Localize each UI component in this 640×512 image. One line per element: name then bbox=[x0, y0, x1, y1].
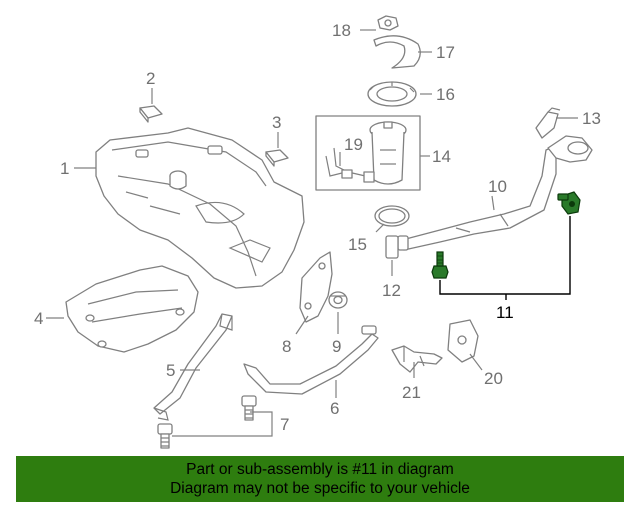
hose-12 bbox=[385, 235, 399, 259]
callout-4: 4 bbox=[34, 309, 43, 328]
grommet-9 bbox=[328, 291, 348, 309]
bracket-21 bbox=[391, 345, 443, 373]
callout-9: 9 bbox=[332, 337, 341, 356]
callout-17: 17 bbox=[436, 43, 455, 62]
parts-diagram: 1 2 3 4 5 6 7 8 9 10 11 12 13 14 15 16 1… bbox=[34, 15, 601, 449]
sender-unit-19 bbox=[325, 147, 375, 183]
fuel-tank bbox=[95, 127, 305, 289]
callout-3: 3 bbox=[272, 113, 281, 132]
callout-7: 7 bbox=[280, 415, 289, 434]
strap-5 bbox=[153, 313, 233, 421]
leader-lines bbox=[46, 29, 578, 437]
callout-20: 20 bbox=[484, 369, 503, 388]
seal-ring-15 bbox=[374, 205, 410, 227]
info-banner: Part or sub-assembly is #11 in diagram D… bbox=[16, 456, 624, 502]
bracket-8 bbox=[299, 251, 333, 323]
nut-18 bbox=[377, 15, 399, 31]
callout-19: 19 bbox=[344, 135, 363, 154]
callout-11: 11 bbox=[496, 303, 514, 322]
callout-21: 21 bbox=[402, 383, 421, 402]
callout-15: 15 bbox=[348, 235, 367, 254]
callout-labels: 1 2 3 4 5 6 7 8 9 10 11 12 13 14 15 16 1… bbox=[34, 21, 601, 434]
callout-16: 16 bbox=[436, 85, 455, 104]
bracket-20 bbox=[447, 319, 479, 363]
callout-13: 13 bbox=[582, 109, 601, 128]
strap-6 bbox=[243, 325, 379, 395]
filler-pipe bbox=[397, 135, 593, 251]
callout-1: 1 bbox=[60, 159, 69, 178]
callout-6: 6 bbox=[330, 399, 339, 418]
bolt-11b bbox=[557, 191, 581, 215]
callout-14: 14 bbox=[432, 147, 451, 166]
callout-10: 10 bbox=[488, 177, 507, 196]
shield-17 bbox=[373, 35, 421, 69]
callout-8: 8 bbox=[282, 337, 291, 356]
callout-2: 2 bbox=[146, 69, 155, 88]
bolt-7a bbox=[241, 395, 257, 421]
callout-5: 5 bbox=[166, 361, 175, 380]
fuel-pump-module bbox=[369, 121, 407, 185]
heat-shield bbox=[65, 265, 199, 353]
pad-3 bbox=[265, 149, 289, 167]
tether-13 bbox=[535, 107, 561, 139]
banner-line-disclaimer: Diagram may not be specific to your vehi… bbox=[170, 480, 470, 497]
bolt-11a bbox=[431, 251, 449, 279]
lock-ring-16 bbox=[367, 81, 417, 107]
bolt-7b bbox=[157, 423, 173, 449]
banner-line-part: Part or sub-assembly is #11 in diagram bbox=[186, 461, 454, 478]
callout-12: 12 bbox=[382, 281, 401, 300]
callout-18: 18 bbox=[332, 21, 351, 40]
pad-2 bbox=[139, 105, 163, 123]
